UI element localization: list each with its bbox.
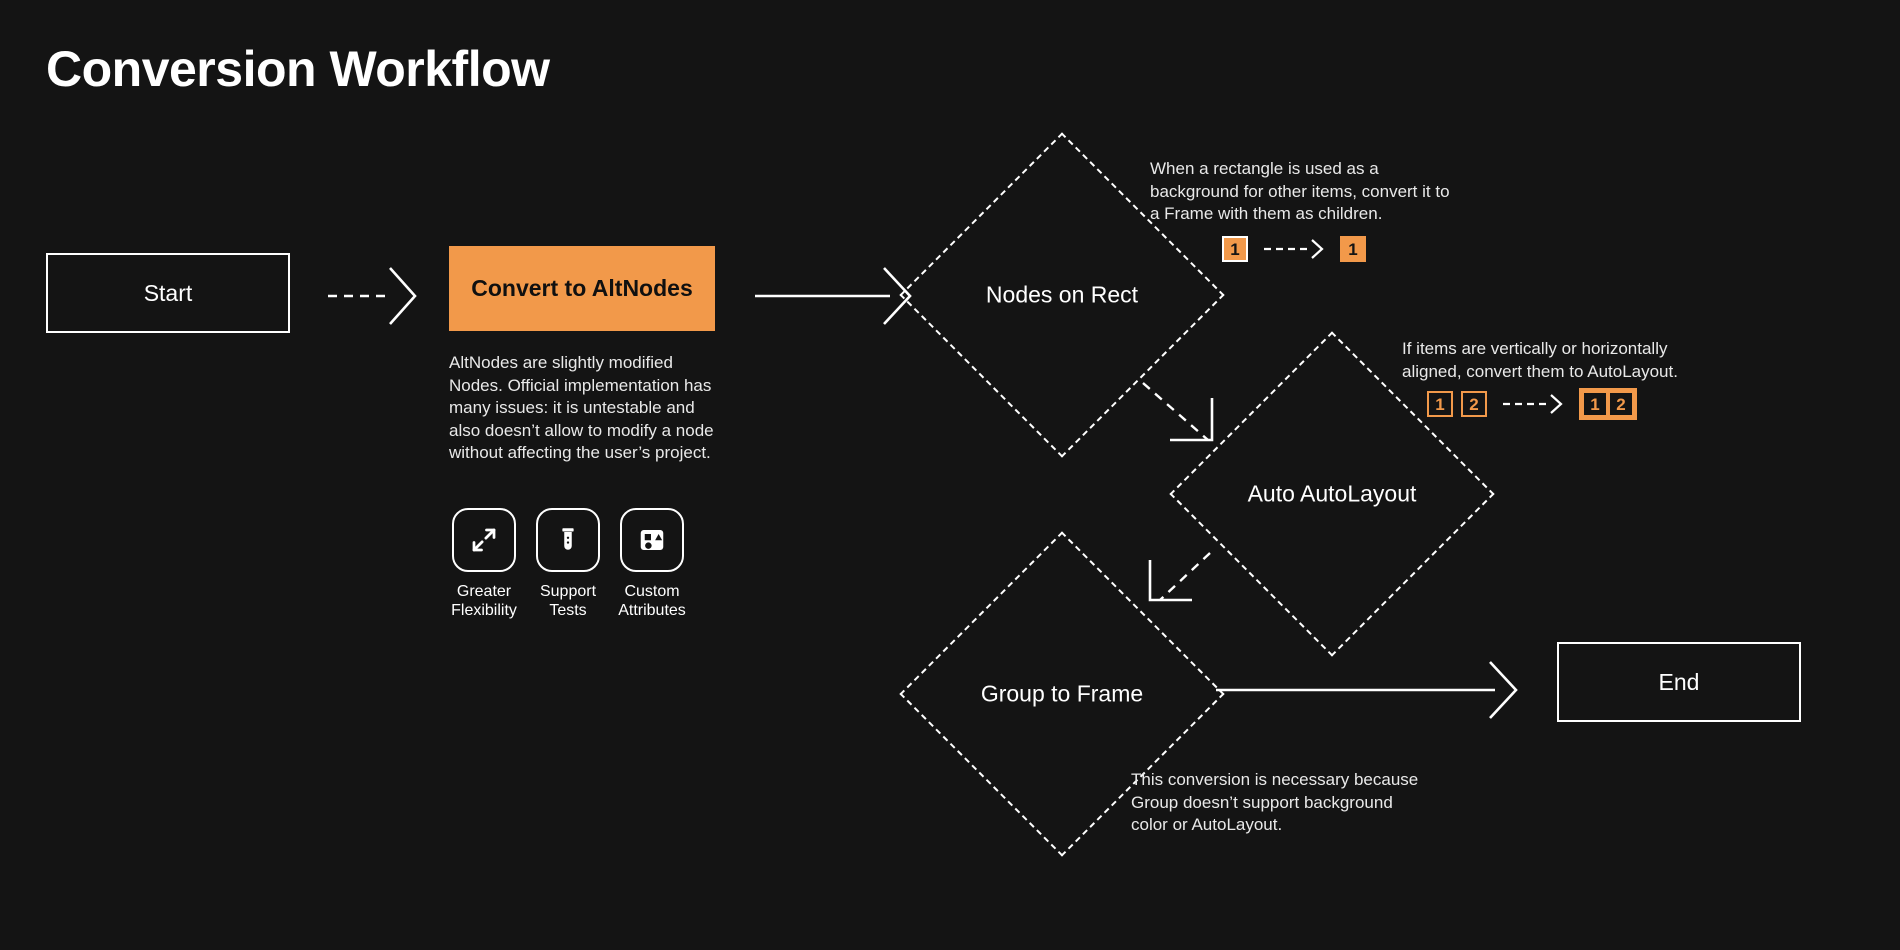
edge-group-to-frame-to-end xyxy=(1216,661,1518,719)
badge-after-2: 2 xyxy=(1608,391,1634,417)
annotation-group-to-frame: This conversion is necessary because Gro… xyxy=(1131,770,1419,835)
edge-convert-to-nodes-on-rect xyxy=(755,267,912,325)
badge-after-group: 1 2 xyxy=(1579,388,1637,420)
edge-start-to-convert xyxy=(328,267,417,325)
page-title: Conversion Workflow xyxy=(46,41,550,97)
node-start-label: Start xyxy=(143,279,193,306)
node-nodes-on-rect[interactable]: Nodes on Rect xyxy=(899,132,1225,458)
annotation-auto-autolayout-badges: 1 2 1 2 xyxy=(1427,388,1637,420)
node-convert-label: Convert to AltNodes xyxy=(471,275,693,301)
badge-before-2: 2 xyxy=(1461,391,1487,417)
node-group-to-frame[interactable]: Group to Frame xyxy=(899,531,1225,857)
feature-custom-attributes[interactable]: Custom Attributes xyxy=(618,508,686,620)
badge-after-1: 1 xyxy=(1582,391,1608,417)
node-convert-to-altnodes[interactable]: Convert to AltNodes xyxy=(449,246,715,331)
expand-arrows-icon xyxy=(452,508,516,572)
node-group-to-frame-label: Group to Frame xyxy=(980,680,1144,707)
node-end-label: End xyxy=(1658,668,1700,695)
feature-label: Support Tests xyxy=(539,583,597,620)
badge-before-1: 1 xyxy=(1222,236,1248,262)
shapes-icon xyxy=(620,508,684,572)
feature-label: Custom Attributes xyxy=(618,583,686,620)
feature-label: Greater Flexibility xyxy=(451,583,517,620)
feature-list: Greater Flexibility Support Tests xyxy=(451,508,686,620)
feature-greater-flexibility[interactable]: Greater Flexibility xyxy=(451,508,517,620)
badge-transform-arrow-icon xyxy=(1503,394,1563,414)
annotation-auto-autolayout: If items are vertically or horizontally … xyxy=(1402,339,1678,381)
node-nodes-on-rect-label: Nodes on Rect xyxy=(985,281,1139,308)
badge-before-1: 1 xyxy=(1427,391,1453,417)
annotation-nodes-on-rect: When a rectangle is used as a background… xyxy=(1150,159,1450,224)
node-auto-autolayout[interactable]: Auto AutoLayout xyxy=(1169,331,1495,657)
badge-after-1: 1 xyxy=(1340,236,1366,262)
annotation-nodes-on-rect-badges: 1 1 xyxy=(1222,236,1366,262)
node-end[interactable]: End xyxy=(1557,642,1801,722)
badge-transform-arrow-icon xyxy=(1264,239,1324,259)
node-start[interactable]: Start xyxy=(46,253,290,333)
test-tube-icon xyxy=(536,508,600,572)
node-auto-autolayout-label: Auto AutoLayout xyxy=(1247,480,1417,507)
convert-description: AltNodes are slightly modified Nodes. Of… xyxy=(449,353,714,463)
feature-support-tests[interactable]: Support Tests xyxy=(536,508,600,620)
